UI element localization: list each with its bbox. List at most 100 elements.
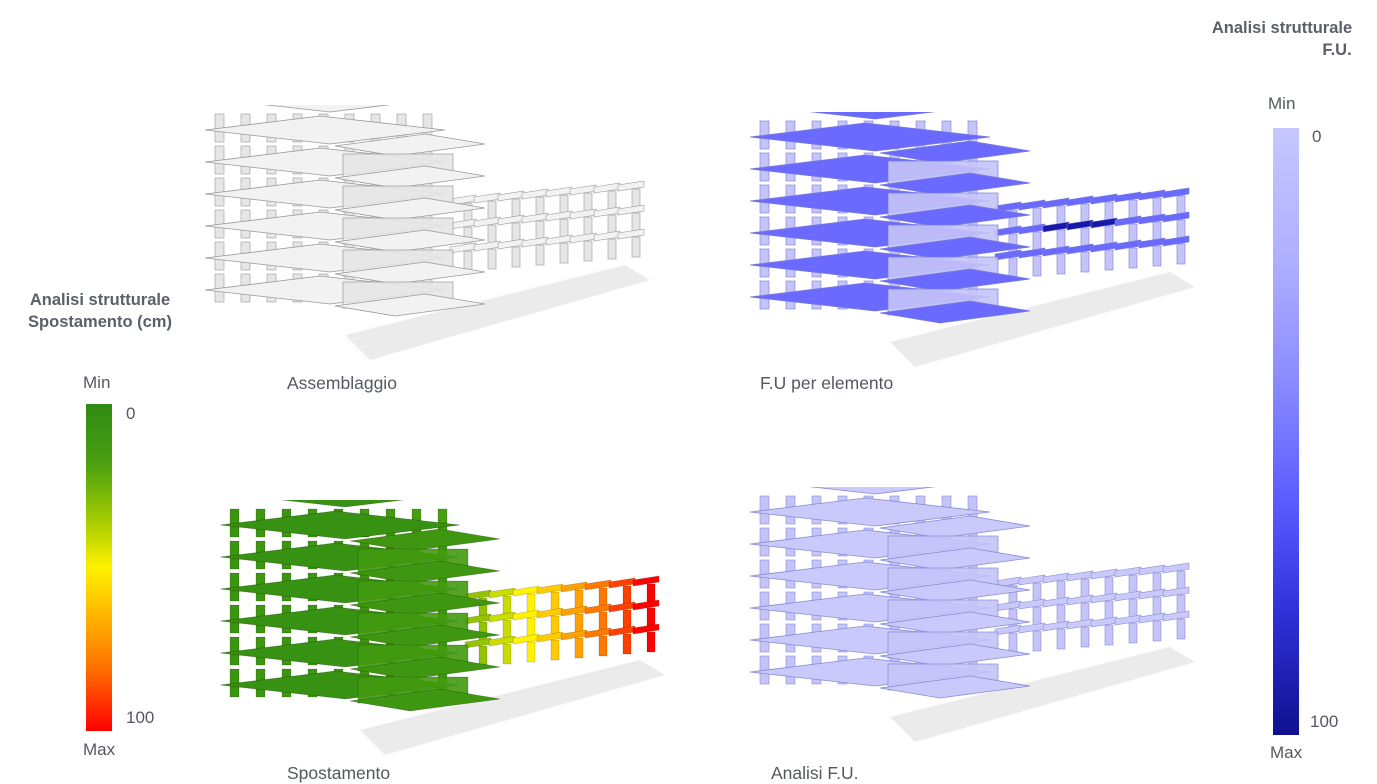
wing-column	[631, 236, 641, 258]
central-slab	[349, 528, 501, 552]
wing-column	[1056, 628, 1066, 650]
central-slab	[349, 560, 501, 584]
wing-column	[598, 635, 608, 657]
wing-column	[622, 633, 632, 655]
central-slab	[879, 611, 1031, 635]
central-slab	[879, 236, 1031, 260]
wing-slab	[632, 599, 660, 611]
displacement-building-image	[219, 500, 665, 755]
central-slab	[349, 624, 501, 648]
wing-slab	[1162, 610, 1190, 622]
fu-max-value: 100	[1310, 712, 1339, 731]
wing-column	[1008, 257, 1018, 279]
displacement-min-value: 0	[126, 404, 136, 423]
fu-max-label: Max	[1270, 743, 1303, 762]
wing-slab	[632, 623, 660, 635]
assembly-building-image	[204, 105, 650, 360]
fu-min-value: 0	[1312, 127, 1322, 146]
wing-slab	[617, 180, 645, 192]
wing-column	[526, 641, 536, 663]
floor-slab	[749, 122, 991, 152]
displacement-color-bar	[86, 404, 112, 731]
wing-slab	[1162, 235, 1190, 247]
wing-column	[550, 639, 560, 661]
central-slab	[349, 592, 501, 616]
wing-column	[1080, 251, 1090, 273]
wing-slab	[1162, 187, 1190, 199]
displacement-legend-title: Analisi strutturale Spostamento (cm)	[2, 289, 198, 333]
wing-slab	[617, 204, 645, 216]
displacement-max-label: Max	[83, 740, 116, 759]
fu-color-bar	[1273, 128, 1299, 735]
wing-column	[1128, 622, 1138, 644]
wing-slab	[632, 575, 660, 587]
fu-analysis-caption: Analisi F.U.	[771, 763, 859, 783]
central-slab	[349, 688, 501, 712]
floor-slab	[204, 115, 446, 145]
displacement-legend-title-line2: Spostamento (cm)	[28, 313, 172, 331]
wing-column	[1080, 626, 1090, 648]
assembly-caption: Assemblaggio	[287, 373, 397, 393]
wing-column	[646, 631, 656, 653]
central-slab	[334, 133, 486, 157]
central-slab	[334, 261, 486, 285]
floor-slab	[808, 112, 936, 120]
wing-column	[1176, 618, 1186, 640]
floor-slab	[749, 497, 991, 527]
wing-slab	[1162, 211, 1190, 223]
floor-slab	[278, 500, 406, 508]
wing-slab	[617, 228, 645, 240]
central-slab	[349, 656, 501, 680]
fu-per-element-view	[740, 112, 1200, 372]
building-shadow	[345, 265, 650, 360]
wing-column	[574, 637, 584, 659]
wing-column	[1056, 253, 1066, 275]
central-slab	[334, 197, 486, 221]
central-slab	[334, 229, 486, 253]
wing-column	[1152, 620, 1162, 642]
fu-legend-title-line1: Analisi strutturale	[1211, 19, 1353, 37]
fu-analysis-view	[740, 487, 1200, 752]
central-slab	[334, 293, 486, 317]
wing-column	[1032, 630, 1042, 652]
wing-column	[535, 244, 545, 266]
central-slab	[879, 515, 1031, 539]
central-slab	[334, 165, 486, 189]
central-slab	[879, 675, 1031, 699]
floor-slab	[219, 510, 461, 540]
displacement-min-label: Min	[83, 373, 111, 392]
fu-min-label: Min	[1268, 94, 1296, 113]
central-slab	[879, 268, 1031, 292]
wing-column	[607, 238, 617, 260]
floor-slab	[808, 487, 936, 495]
central-slab	[879, 643, 1031, 667]
central-slab	[879, 547, 1031, 571]
wing-column	[1176, 243, 1186, 265]
central-slab	[879, 204, 1031, 228]
building-shadow	[890, 647, 1195, 742]
fu-per-element-building-image	[749, 112, 1195, 367]
wing-column	[478, 645, 488, 667]
wing-column	[1128, 247, 1138, 269]
central-slab	[879, 172, 1031, 196]
displacement-caption: Spostamento	[287, 763, 391, 783]
floor-slab	[263, 105, 391, 113]
wing-column	[1104, 624, 1114, 646]
building-shadow	[360, 660, 665, 755]
central-slab	[879, 300, 1031, 324]
central-slab	[879, 579, 1031, 603]
wing-column	[502, 643, 512, 665]
wing-column	[463, 250, 473, 272]
displacement-legend-title-line1: Analisi strutturale	[29, 291, 171, 309]
wing-slab	[1162, 562, 1190, 574]
fu-legend-title-line2: F.U.	[1322, 41, 1352, 59]
building-shadow	[890, 272, 1195, 367]
wing-column	[559, 242, 569, 264]
wing-slab	[1162, 586, 1190, 598]
wing-column	[511, 246, 521, 268]
wing-column	[487, 248, 497, 270]
fu-per-element-caption: F.U per elemento	[760, 373, 894, 393]
central-slab	[879, 140, 1031, 164]
fu-analysis-building-image	[749, 487, 1195, 742]
fu-legend-title: Analisi strutturale F.U.	[1182, 17, 1377, 61]
